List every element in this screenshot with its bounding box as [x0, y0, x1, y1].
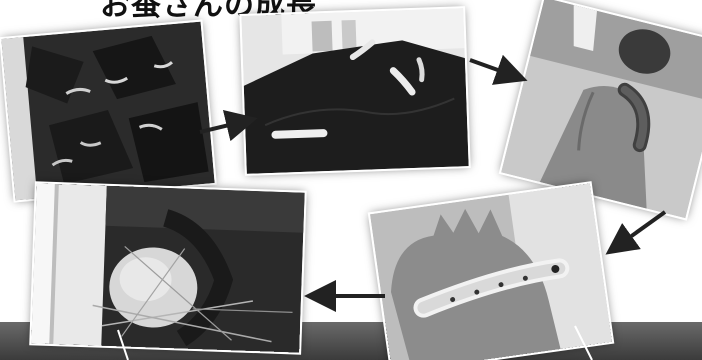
callout-lines [118, 326, 592, 360]
arrow-icon [470, 60, 520, 78]
arrow-icon [200, 120, 250, 132]
arrow-icon [612, 212, 665, 250]
